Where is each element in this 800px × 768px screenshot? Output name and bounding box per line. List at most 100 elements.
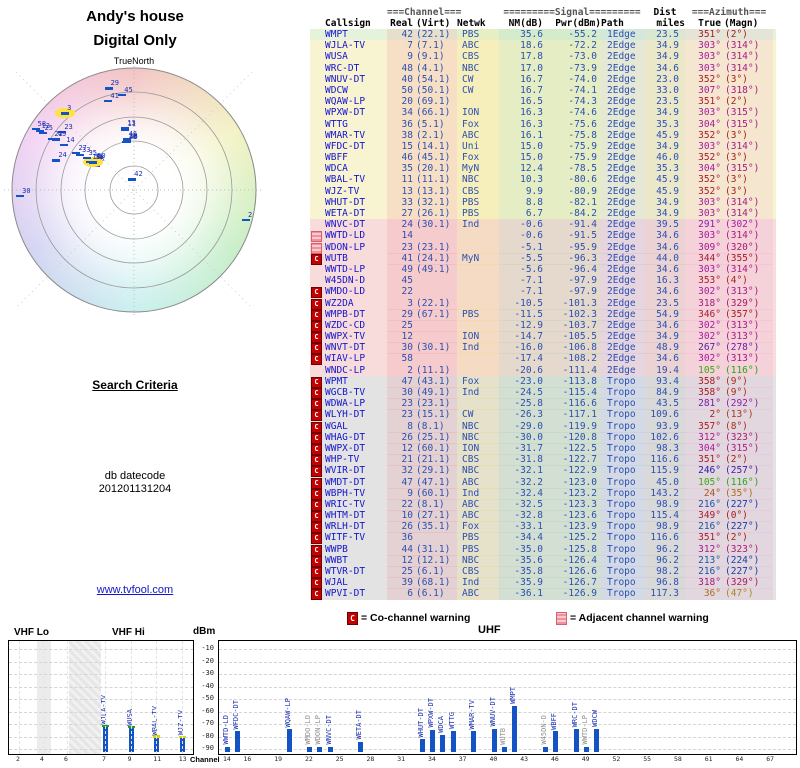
callsign-cell[interactable]: WVIR-DT [325, 465, 366, 477]
callsign-cell[interactable]: WHAG-DT [325, 431, 366, 443]
network-cell: Ind [457, 577, 499, 590]
callsign-cell[interactable]: WPXW-DT [325, 107, 366, 119]
callsign-cell[interactable]: WBPH-TV [325, 487, 366, 499]
callsign-cell[interactable]: WDCW [325, 84, 348, 96]
callsign-cell[interactable]: WMDT-DT [325, 476, 366, 488]
station-label: WJLA-TV [100, 695, 108, 725]
virtual-channel-cell: (30.1) [413, 219, 457, 231]
callsign-cell[interactable]: WMAR-TV [325, 129, 366, 141]
callsign-cell[interactable]: WHP-TV [325, 454, 360, 466]
callsign-cell[interactable]: WNDC-LP [325, 364, 366, 376]
azimuth-true-cell: 302° [685, 331, 721, 344]
real-channel-cell: 58 [387, 353, 413, 366]
channel-tick-label: 49 [581, 755, 590, 763]
callsign-cell[interactable]: WGCB-TV [325, 387, 366, 398]
power-cell: -106.8 [543, 342, 601, 355]
callsign-cell[interactable]: WMDO-LD [325, 286, 366, 298]
path-cell: 1Edge [601, 29, 645, 41]
callsign-cell[interactable]: WWTD-LD [325, 230, 366, 242]
power-cell: -126.7 [543, 577, 601, 590]
callsign-cell[interactable]: WWPX-TV [325, 331, 366, 343]
callsign-cell[interactable]: WLYH-DT [325, 409, 366, 421]
azimuth-true-cell: 351° [685, 29, 721, 41]
warning-icon: C [311, 432, 322, 444]
callsign-cell[interactable]: WJAL [325, 577, 348, 589]
callsign-cell[interactable]: WBAL-TV [325, 174, 366, 186]
distance-cell: 115.4 [645, 510, 685, 523]
callsign-cell[interactable]: WPMT [325, 375, 348, 387]
callsign-cell[interactable]: WHUT-DT [325, 196, 366, 208]
path-cell: Tropo [601, 398, 645, 411]
azimuth-true-cell: 357° [685, 420, 721, 433]
callsign-cell[interactable]: WQAW-LP [325, 96, 366, 108]
callsign-cell[interactable]: WDWA-LP [325, 398, 366, 410]
channel-tick-label: 55 [643, 755, 652, 763]
radar-marker-label: 25 [44, 123, 54, 132]
virtual-channel-cell: (60.1) [413, 487, 457, 500]
callsign-cell[interactable]: WGAL [325, 420, 348, 432]
azimuth-magn-cell: (2°) [721, 29, 773, 41]
callsign-cell[interactable]: WZDC-CD [325, 319, 366, 331]
signal-bar [440, 734, 446, 752]
callsign-cell[interactable]: WUTB [325, 252, 348, 264]
station-label: WDCW [591, 710, 599, 728]
callsign-cell[interactable]: WNVT-DT [325, 342, 366, 354]
noise-margin-cell: -24.5 [499, 387, 543, 399]
signal-bar [553, 731, 558, 752]
callsign-cell[interactable]: WIAV-LP [325, 353, 366, 365]
callsign-cell[interactable]: WTVR-DT [325, 566, 366, 577]
warning-icon: C [311, 410, 322, 422]
callsign-cell[interactable]: WDCA [325, 163, 348, 175]
real-channel-cell: 42 [387, 29, 413, 41]
distance-cell: 34.9 [645, 40, 685, 52]
radar-marker-label: 23 [64, 122, 73, 131]
tvfool-link[interactable]: www.tvfool.com [96, 584, 174, 596]
callsign-cell[interactable]: WRIC-TV [325, 498, 366, 510]
power-cell: -120.8 [543, 431, 601, 444]
azimuth-true-cell: 303° [685, 62, 721, 74]
callsign-cell[interactable]: WNUV-DT [325, 73, 366, 85]
virtual-channel-cell: (14.1) [413, 140, 457, 153]
network-cell: CBS [457, 185, 499, 197]
callsign-cell[interactable]: WWPB [325, 543, 348, 555]
callsign-cell[interactable]: WITF-TV [325, 532, 366, 544]
network-cell: ABC [457, 40, 499, 52]
table-row: C WRIC-TV 22 (8.1) ABC -32.5 -123.3 Trop… [310, 498, 776, 511]
table-row: WHUT-DT 33 (32.1) PBS 8.8 -82.1 2Edge 34… [310, 196, 776, 209]
callsign-cell[interactable]: WBFF [325, 152, 348, 164]
callsign-cell[interactable]: WWPX-DT [325, 442, 366, 454]
callsign-cell[interactable]: WWTD-LP [325, 263, 366, 275]
virtual-channel-cell: (69.1) [413, 96, 457, 108]
callsign-cell[interactable]: WPVI-DT [325, 588, 366, 600]
real-channel-cell: 11 [387, 174, 413, 186]
callsign-cell[interactable]: WHTM-DT [325, 510, 366, 522]
callsign-cell[interactable]: WFDC-DT [325, 140, 366, 152]
callsign-cell[interactable]: WTTG [325, 118, 348, 130]
callsign-cell[interactable]: WWBT [325, 554, 348, 566]
azimuth-magn-cell: (313°) [721, 331, 773, 344]
callsign-cell[interactable]: WJLA-TV [325, 40, 366, 52]
callsign-cell[interactable]: WJZ-TV [325, 185, 360, 197]
table-row: C WZ2DA 3 (22.1) -10.5 -101.3 2Edge 23.5… [310, 297, 776, 310]
path-cell: 2Edge [601, 263, 645, 276]
distance-cell: 35.3 [645, 163, 685, 175]
azimuth-true-cell: 318° [685, 297, 721, 310]
callsign-cell[interactable]: WUSA [325, 51, 348, 63]
callsign-cell[interactable]: WDON-LP [325, 241, 366, 253]
callsign-cell[interactable]: WETA-DT [325, 208, 366, 219]
table-row: WRC-DT 48 (4.1) NBC 17.0 -73.9 2Edge 34.… [310, 62, 776, 74]
network-cell [457, 286, 499, 299]
callsign-cell[interactable]: WZ2DA [325, 297, 354, 309]
callsign-cell[interactable]: WMPT [325, 29, 348, 40]
real-channel-cell: 47 [387, 375, 413, 388]
callsign-cell[interactable]: WRLH-DT [325, 521, 366, 533]
callsign-cell[interactable]: WNVC-DT [325, 219, 366, 231]
callsign-cell[interactable]: W45DN-D [325, 275, 366, 287]
callsign-cell[interactable]: WRC-DT [325, 62, 360, 74]
warning-icon: C [311, 309, 322, 321]
radar-marker-label: 11 [127, 120, 136, 129]
callsign-cell[interactable]: WMPB-DT [325, 308, 366, 320]
azimuth-true-cell: 353° [685, 275, 721, 287]
